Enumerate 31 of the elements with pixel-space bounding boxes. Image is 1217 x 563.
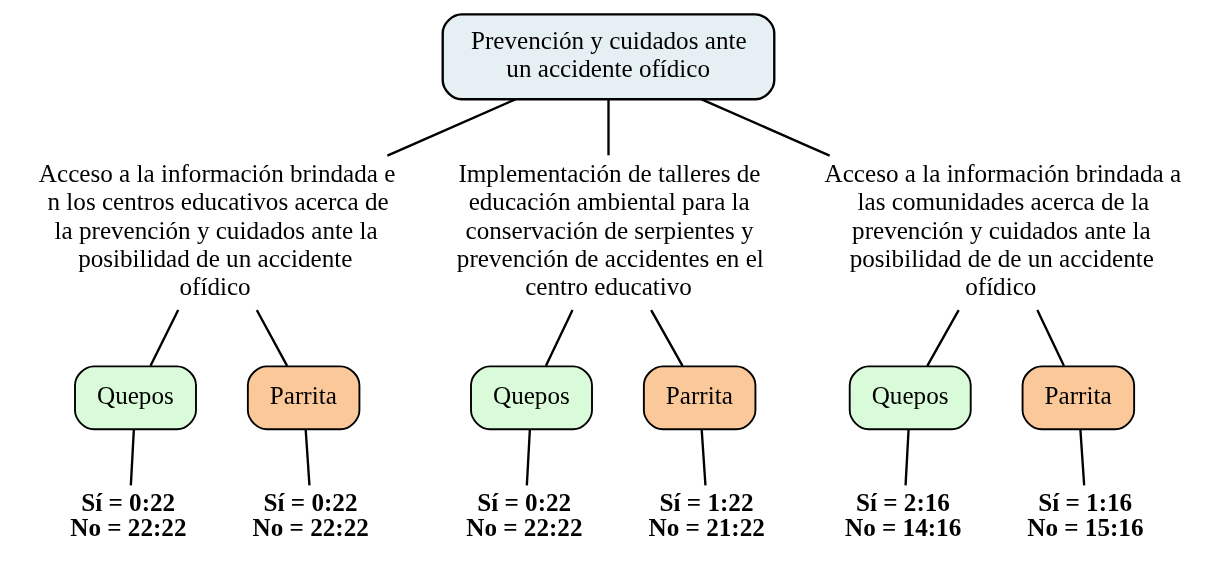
node-text: Acceso a la información brindada e n los centros educativos acerca de la prevención y cuidados ante la posibilidad de un accidente ofídico xyxy=(38,160,396,301)
node-text: Implementación de talleres de educación ambiental para la conservación de serpientes y prevención de accidentes en el centro educativo xyxy=(456,160,764,301)
node-box: Quepos xyxy=(470,365,593,431)
node-box: Quepos xyxy=(848,365,972,431)
connector xyxy=(700,429,707,486)
node-box: Quepos xyxy=(74,365,197,431)
connector xyxy=(650,309,684,367)
node-text: Sí = 0:22 No = 22:22 xyxy=(252,488,369,541)
node-text: Sí = 0:22 No = 22:22 xyxy=(466,488,583,541)
node-box: Parrita xyxy=(642,365,757,431)
node-text: Sí = 0:22 No = 22:22 xyxy=(70,488,187,541)
node-box: Parrita xyxy=(246,365,361,431)
node-text: Sí = 1:22 No = 21:22 xyxy=(648,488,765,541)
connector xyxy=(255,309,289,367)
connector xyxy=(525,429,532,486)
node-box: Parrita xyxy=(1021,365,1136,431)
connector xyxy=(149,309,180,367)
node-text: Acceso a la información brindada a las comunidades acerca de la prevención y cuidados ante la posibilidad de de un accidente ofídico xyxy=(824,160,1182,301)
node-text: Sí = 2:16 No = 14:16 xyxy=(845,488,962,541)
connector xyxy=(129,429,136,486)
connector xyxy=(607,99,610,156)
connector xyxy=(386,98,516,157)
connector xyxy=(1036,309,1065,367)
connector xyxy=(904,429,910,486)
node-box: Prevención y cuidados ante un accidente ofídico xyxy=(441,13,776,101)
connector xyxy=(701,98,831,157)
connector xyxy=(304,429,311,486)
connector xyxy=(926,309,960,367)
connector xyxy=(1079,429,1086,486)
connector xyxy=(544,309,574,367)
node-text: Sí = 1:16 No = 15:16 xyxy=(1027,488,1144,541)
